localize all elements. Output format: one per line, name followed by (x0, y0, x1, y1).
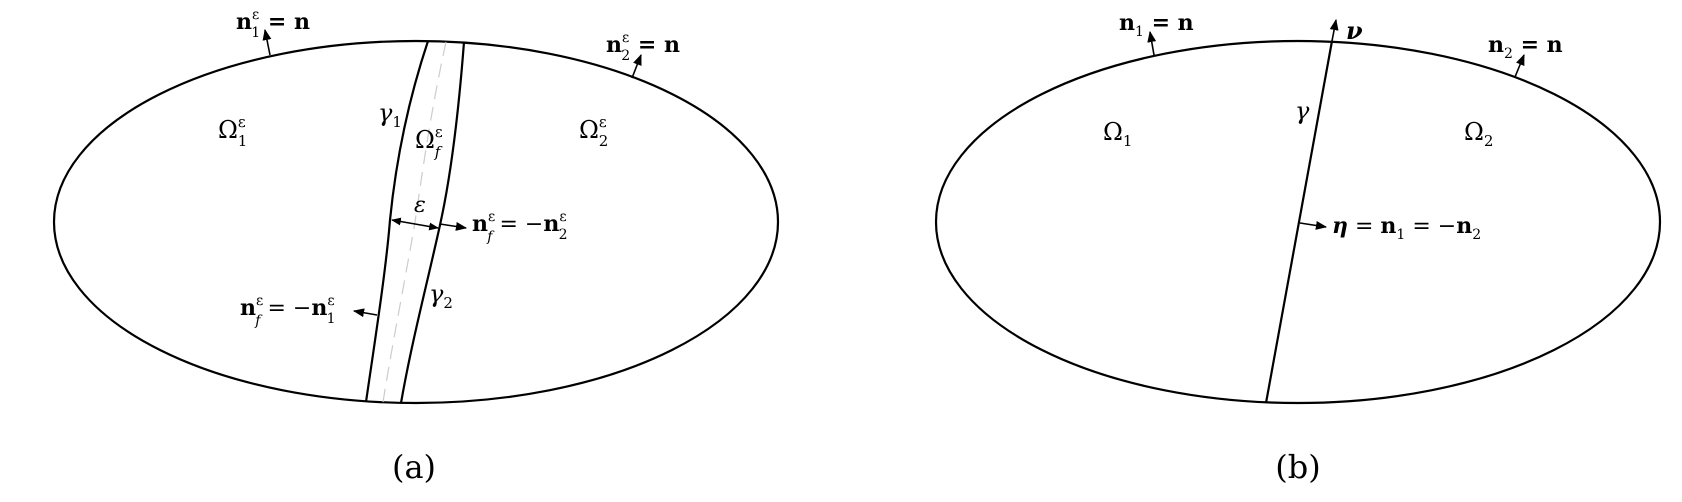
gamma2-label: γ2 (429, 280, 453, 312)
epsilon-label: ε (414, 193, 426, 218)
n1-top-arrow (262, 28, 272, 56)
nf-left-arrow (352, 308, 378, 318)
n2-top-label-b: n2 = n (1488, 32, 1563, 62)
panel-b: n1 = n n2 = n ν Ω1 Ω2 γ η = n1 = −n2 (b) (934, 10, 1662, 486)
gamma1-curve (364, 40, 430, 403)
domain-ellipse-b (934, 39, 1662, 405)
eta-arrow (1299, 221, 1328, 230)
nu-arrow (1329, 18, 1339, 42)
gamma2-curve (399, 41, 466, 404)
gamma1-label: γ1 (378, 99, 402, 131)
n1-top-arrow-b (1147, 30, 1157, 56)
omega1-label-b: Ω1 (1103, 118, 1132, 150)
gamma-interface (1264, 40, 1334, 404)
n2-top-arrow-b (1514, 53, 1525, 78)
n1-top-label-b: n1 = n (1119, 10, 1194, 40)
eta-label: η = n1 = −n2 (1332, 213, 1481, 243)
n2-top-arrow (631, 53, 642, 79)
omega2-label-b: Ω2 (1464, 118, 1493, 150)
fracture-midline (382, 41, 447, 403)
gamma-label: γ (1295, 97, 1310, 125)
nf-right-arrow (439, 222, 468, 231)
caption-a: (a) (392, 448, 436, 486)
nu-label: ν (1346, 16, 1363, 45)
domain-ellipse-a (52, 39, 780, 405)
epsilon-arrow (391, 217, 439, 231)
caption-b: (b) (1275, 448, 1320, 486)
